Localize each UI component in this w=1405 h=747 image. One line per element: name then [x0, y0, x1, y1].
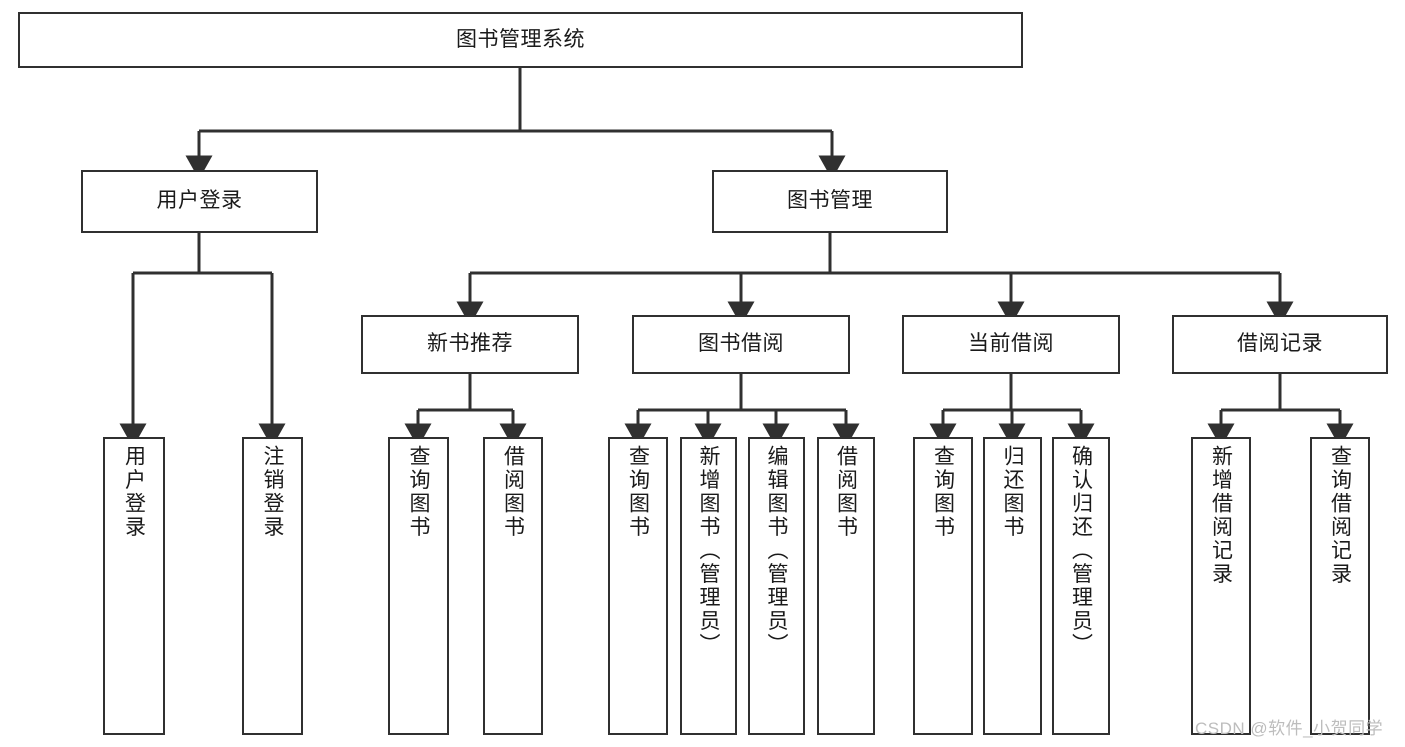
node-leaf-edit-book-admin[interactable]: 编辑图书（管理员） — [748, 437, 805, 735]
node-label-leaf-borrow-book-recommend: 借阅图书 — [501, 445, 525, 539]
node-label-leaf-edit-book-admin: 编辑图书（管理员） — [765, 445, 788, 657]
node-label-user-login: 用户登录 — [156, 189, 243, 213]
node-leaf-return-book[interactable]: 归还图书 — [983, 437, 1042, 735]
node-label-current-borrow: 当前借阅 — [968, 332, 1054, 356]
node-label-new-book-recommend: 新书推荐 — [427, 332, 513, 356]
node-label-leaf-user-logout: 注销登录 — [261, 445, 284, 539]
node-leaf-add-borrow-record[interactable]: 新增借阅记录 — [1191, 437, 1251, 735]
node-leaf-query-book-borrow[interactable]: 查询图书 — [608, 437, 668, 735]
node-leaf-borrow-book[interactable]: 借阅图书 — [817, 437, 875, 735]
node-user-login[interactable]: 用户登录 — [81, 170, 318, 233]
node-leaf-query-book-recommend[interactable]: 查询图书 — [388, 437, 449, 735]
node-label-leaf-query-book-borrow: 查询图书 — [626, 445, 650, 539]
node-borrow-record[interactable]: 借阅记录 — [1172, 315, 1388, 374]
node-label-leaf-add-borrow-record: 新增借阅记录 — [1209, 445, 1233, 586]
node-label-leaf-borrow-book: 借阅图书 — [834, 445, 858, 539]
node-label-leaf-query-book-recommend: 查询图书 — [407, 445, 430, 539]
node-label-book-borrow: 图书借阅 — [698, 332, 784, 356]
node-label-root: 图书管理系统 — [456, 27, 585, 51]
node-leaf-confirm-return-admin[interactable]: 确认归还（管理员） — [1052, 437, 1110, 735]
node-new-book-recommend[interactable]: 新书推荐 — [361, 315, 579, 374]
node-root[interactable]: 图书管理系统 — [18, 12, 1023, 68]
node-leaf-query-book-current[interactable]: 查询图书 — [913, 437, 973, 735]
node-leaf-user-logout[interactable]: 注销登录 — [242, 437, 303, 735]
node-label-borrow-record: 借阅记录 — [1237, 332, 1323, 356]
node-book-management[interactable]: 图书管理 — [712, 170, 948, 233]
node-label-leaf-query-book-current: 查询图书 — [931, 445, 955, 539]
node-label-book-management: 图书管理 — [787, 189, 873, 213]
node-current-borrow[interactable]: 当前借阅 — [902, 315, 1120, 374]
node-label-leaf-confirm-return-admin: 确认归还（管理员） — [1069, 445, 1093, 657]
node-book-borrow[interactable]: 图书借阅 — [632, 315, 850, 374]
node-leaf-query-borrow-record[interactable]: 查询借阅记录 — [1310, 437, 1370, 735]
node-label-leaf-return-book: 归还图书 — [1001, 445, 1024, 539]
node-leaf-add-book-admin[interactable]: 新增图书（管理员） — [680, 437, 737, 735]
node-leaf-borrow-book-recommend[interactable]: 借阅图书 — [483, 437, 543, 735]
node-leaf-user-login[interactable]: 用户登录 — [103, 437, 165, 735]
node-label-leaf-add-book-admin: 新增图书（管理员） — [697, 445, 720, 657]
node-label-leaf-query-borrow-record: 查询借阅记录 — [1328, 445, 1352, 586]
node-label-leaf-user-login: 用户登录 — [122, 445, 146, 539]
